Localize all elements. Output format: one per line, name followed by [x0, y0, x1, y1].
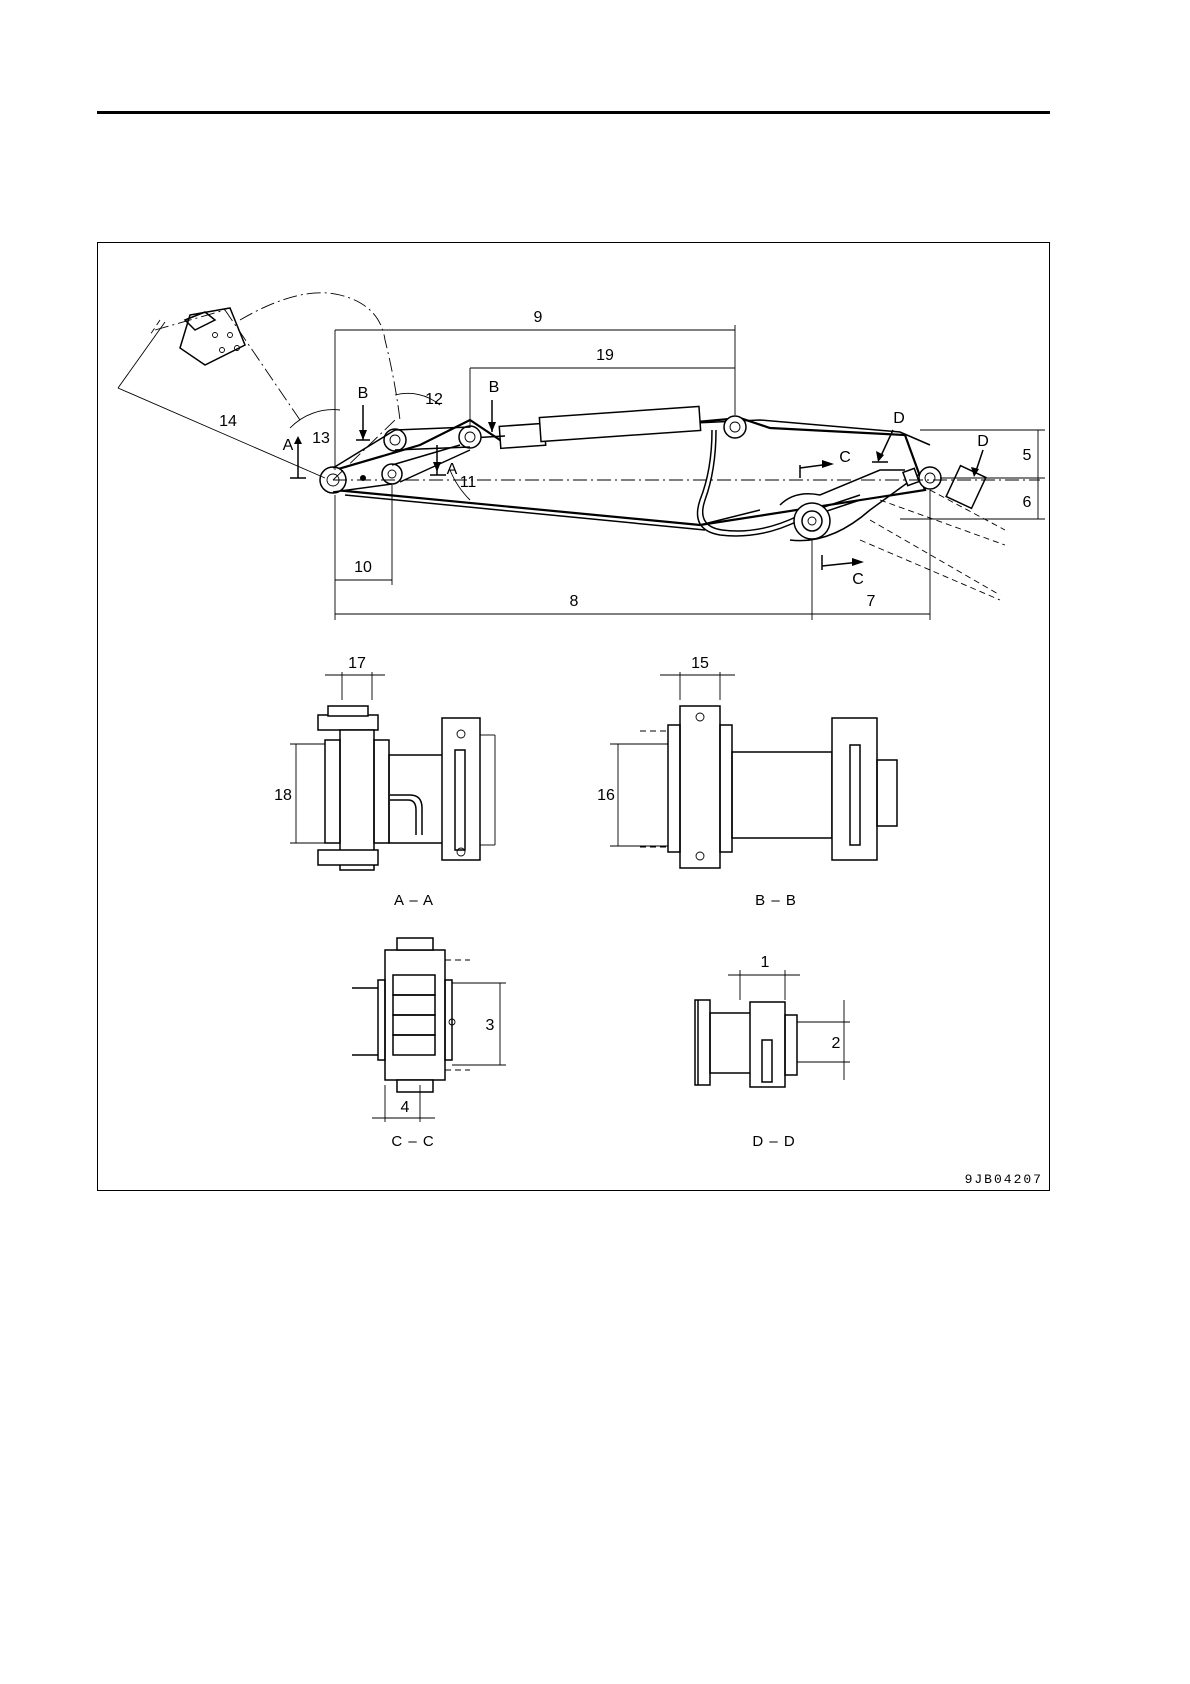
section-view-bb: 15 16 B – B	[597, 655, 897, 909]
aa-pin	[340, 730, 374, 870]
section-marker-a-left: A	[283, 437, 294, 454]
bucket-cylinder-rod-end	[499, 423, 545, 448]
dim-label-9: 9	[534, 309, 543, 326]
dim-label-17: 17	[348, 655, 366, 672]
link-pin-cylinder	[459, 426, 481, 448]
aa-link-plate	[442, 718, 480, 860]
dim-label-15: 15	[691, 655, 709, 672]
dim-label-16: 16	[597, 787, 615, 804]
dim-label-7: 7	[867, 593, 876, 610]
section-title-bb: B – B	[755, 892, 797, 909]
bucket-phantom-link	[155, 310, 300, 420]
bb-pin	[680, 706, 720, 868]
section-title-dd: D – D	[752, 1133, 795, 1150]
section-title-cc: C – C	[391, 1133, 434, 1150]
dim-label-1: 1	[761, 954, 770, 971]
section-marker-c-lower: C	[852, 571, 864, 588]
dim-label-14: 14	[219, 413, 237, 430]
section-marker-a-right: A	[447, 461, 458, 478]
dim-label-6: 6	[1023, 494, 1032, 511]
dim-label-11: 11	[460, 474, 477, 491]
dd-rod-end	[750, 1002, 785, 1087]
dim-label-12: 12	[425, 391, 443, 408]
dim-label-10: 10	[354, 559, 372, 576]
dim-label-5: 5	[1023, 447, 1032, 464]
section-title-aa: A – A	[394, 892, 434, 909]
bucket-cylinder-head-pin	[724, 416, 746, 438]
drawing-code: 9JB04207	[965, 1172, 1043, 1187]
dim-label-3: 3	[486, 1017, 495, 1034]
dim-label-2: 2	[832, 1035, 841, 1052]
section-marker-d-right: D	[977, 433, 989, 450]
dim-label-8: 8	[570, 593, 579, 610]
section-marker-b-left: B	[358, 385, 369, 402]
dim-label-19: 19	[596, 347, 614, 364]
bucket-phantom-outline	[240, 293, 400, 420]
bb-cylinder-end	[832, 718, 877, 860]
bucket-cylinder-tube	[539, 406, 700, 441]
section-marker-d-left: D	[893, 410, 905, 427]
section-view-dd: 1 2 D – D	[695, 954, 850, 1150]
side-view-dimensions: 9 19 8 7 10 5 6 14 13 12	[118, 309, 1045, 620]
section-view-cc: 3 4 C – C	[352, 938, 506, 1150]
link-pin-upper	[384, 429, 406, 451]
dim-label-13: 13	[312, 430, 330, 447]
link-pin-lower	[382, 464, 402, 484]
dim-label-4: 4	[401, 1099, 410, 1116]
section-marker-c-upper: C	[839, 449, 851, 466]
section-marker-b-right: B	[489, 379, 500, 396]
dim-label-18: 18	[274, 787, 292, 804]
arm-cylinder-pin	[919, 467, 941, 489]
section-view-aa: 17 18 A – A	[274, 655, 495, 909]
